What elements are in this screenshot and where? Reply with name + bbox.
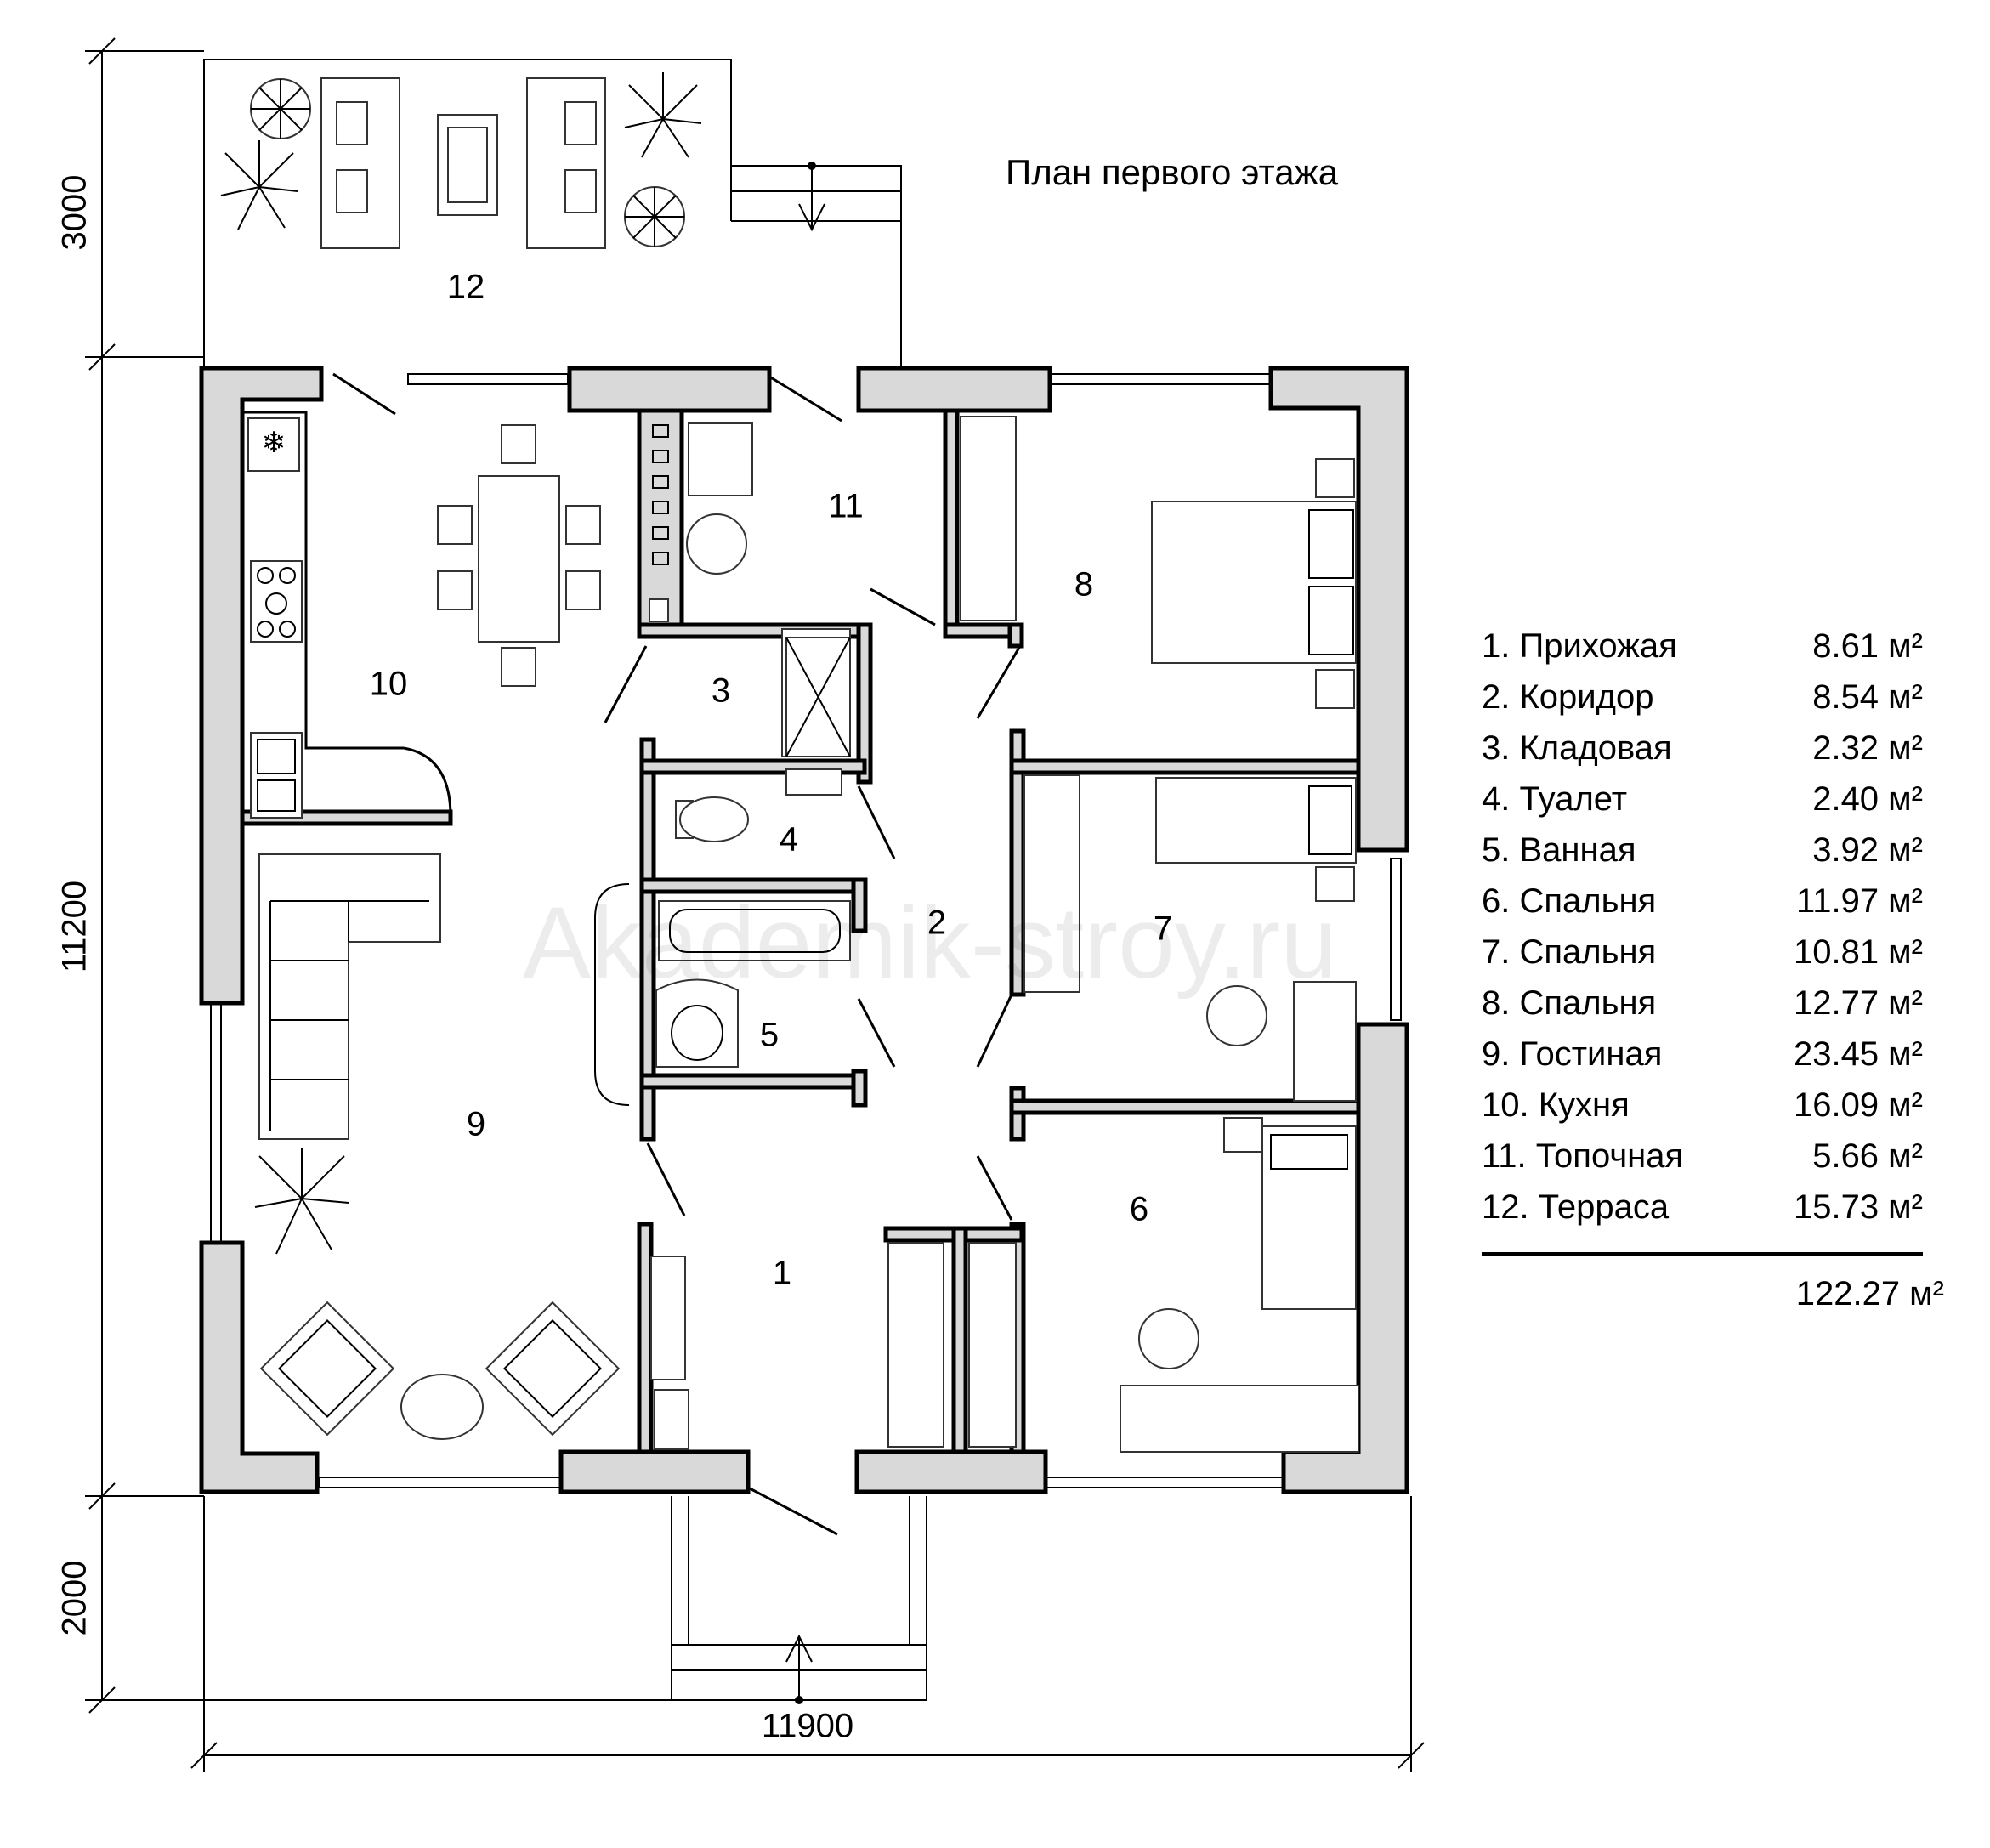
room-number-10: 10 bbox=[370, 666, 408, 703]
dim-house-width: 11900 bbox=[762, 1708, 853, 1745]
sink-icon bbox=[655, 978, 739, 1068]
plant-icon bbox=[254, 1148, 349, 1255]
bed-icon bbox=[1261, 1125, 1357, 1310]
plan-title: План первого этажа bbox=[1006, 152, 1339, 192]
bedroom-8-furniture bbox=[960, 416, 1357, 709]
shower-tray bbox=[785, 637, 851, 757]
bathtub-icon bbox=[658, 900, 851, 961]
kitchen-furniture: ❄ bbox=[247, 417, 601, 819]
exterior-walls bbox=[199, 366, 1409, 1494]
dim-house-depth: 11200 bbox=[56, 881, 94, 972]
bathroom-fixtures bbox=[594, 628, 851, 1106]
legend-label: 1. Прихожая bbox=[1482, 627, 1677, 665]
chair-icon bbox=[1206, 985, 1267, 1046]
toilet-icon bbox=[675, 796, 749, 842]
room-number-7: 7 bbox=[1154, 910, 1172, 948]
legend-area: 10.81 м² bbox=[1794, 933, 1923, 971]
legend-label: 9. Гостиная bbox=[1482, 1035, 1662, 1073]
legend-label: 2. Коридор bbox=[1482, 678, 1653, 716]
legend-label: 7. Спальня bbox=[1482, 933, 1656, 971]
dim-terrace-depth: 3000 bbox=[56, 175, 94, 251]
legend-area: 12.77 м² bbox=[1794, 984, 1923, 1022]
plant-icon bbox=[250, 78, 311, 139]
legend-label: 11. Топочная bbox=[1482, 1137, 1683, 1175]
dim-porch-depth: 2000 bbox=[56, 1561, 94, 1636]
dimension-lines bbox=[85, 37, 1425, 1772]
bedroom-7-furniture bbox=[1023, 774, 1357, 1102]
chair-icon bbox=[485, 1301, 621, 1437]
watermark: Akademik-stroy.ru bbox=[523, 886, 1337, 1000]
room-number-12: 12 bbox=[447, 269, 485, 306]
living-furniture bbox=[254, 853, 621, 1440]
boiler-fixtures bbox=[649, 422, 753, 622]
hallway-furniture bbox=[650, 1256, 689, 1450]
legend-area: 23.45 м² bbox=[1794, 1035, 1923, 1073]
room-number-8: 8 bbox=[1074, 566, 1093, 604]
plant-icon bbox=[624, 72, 702, 158]
bed-icon bbox=[1155, 777, 1357, 864]
legend-area: 2.40 м² bbox=[1812, 780, 1923, 818]
legend-label: 3. Кладовая bbox=[1482, 729, 1672, 767]
fridge-snowflake-icon: ❄ bbox=[262, 427, 286, 459]
legend-area: 5.66 м² bbox=[1812, 1137, 1923, 1175]
legend-area: 8.54 м² bbox=[1812, 678, 1923, 716]
legend-label: 10. Кухня bbox=[1482, 1086, 1630, 1124]
room-number-6: 6 bbox=[1130, 1191, 1148, 1228]
legend-label: 8. Спальня bbox=[1482, 984, 1656, 1022]
plant-icon bbox=[624, 186, 685, 247]
legend-label: 4. Туалет bbox=[1482, 780, 1627, 818]
room-number-11: 11 bbox=[828, 488, 864, 525]
legend-area: 11.97 м² bbox=[1796, 882, 1923, 920]
sink-icon bbox=[250, 732, 303, 819]
room-legend: 1. Прихожая 8.61 м² 2. Коридор 8.54 м² 3… bbox=[1482, 627, 1944, 1312]
chair-icon bbox=[259, 1301, 395, 1437]
doors bbox=[332, 372, 1022, 1536]
legend-area: 15.73 м² bbox=[1794, 1188, 1923, 1226]
chair-icon bbox=[1138, 1308, 1199, 1369]
room-number-5: 5 bbox=[760, 1017, 779, 1054]
room-number-1: 1 bbox=[773, 1255, 791, 1292]
room-number-3: 3 bbox=[712, 672, 730, 710]
legend-area: 3.92 м² bbox=[1812, 831, 1923, 869]
terrace bbox=[203, 59, 902, 366]
legend-area: 2.32 м² bbox=[1812, 729, 1923, 767]
room-number-4: 4 bbox=[780, 821, 798, 859]
legend-label: 5. Ванная bbox=[1482, 831, 1636, 869]
legend-label: 12. Терраса bbox=[1482, 1188, 1670, 1226]
bedroom-6-furniture bbox=[887, 1117, 1359, 1453]
legend-label: 6. Спальня bbox=[1482, 882, 1656, 920]
legend-total-area: 122.27 м² bbox=[1796, 1275, 1944, 1312]
room-number-9: 9 bbox=[467, 1106, 485, 1143]
plant-icon bbox=[220, 140, 298, 230]
legend-area: 8.61 м² bbox=[1812, 627, 1923, 665]
room-number-2: 2 bbox=[927, 904, 946, 942]
legend-area: 16.09 м² bbox=[1794, 1086, 1923, 1124]
stove-icon bbox=[250, 560, 303, 643]
porch bbox=[671, 1496, 927, 1704]
bed-icon bbox=[1151, 501, 1357, 664]
